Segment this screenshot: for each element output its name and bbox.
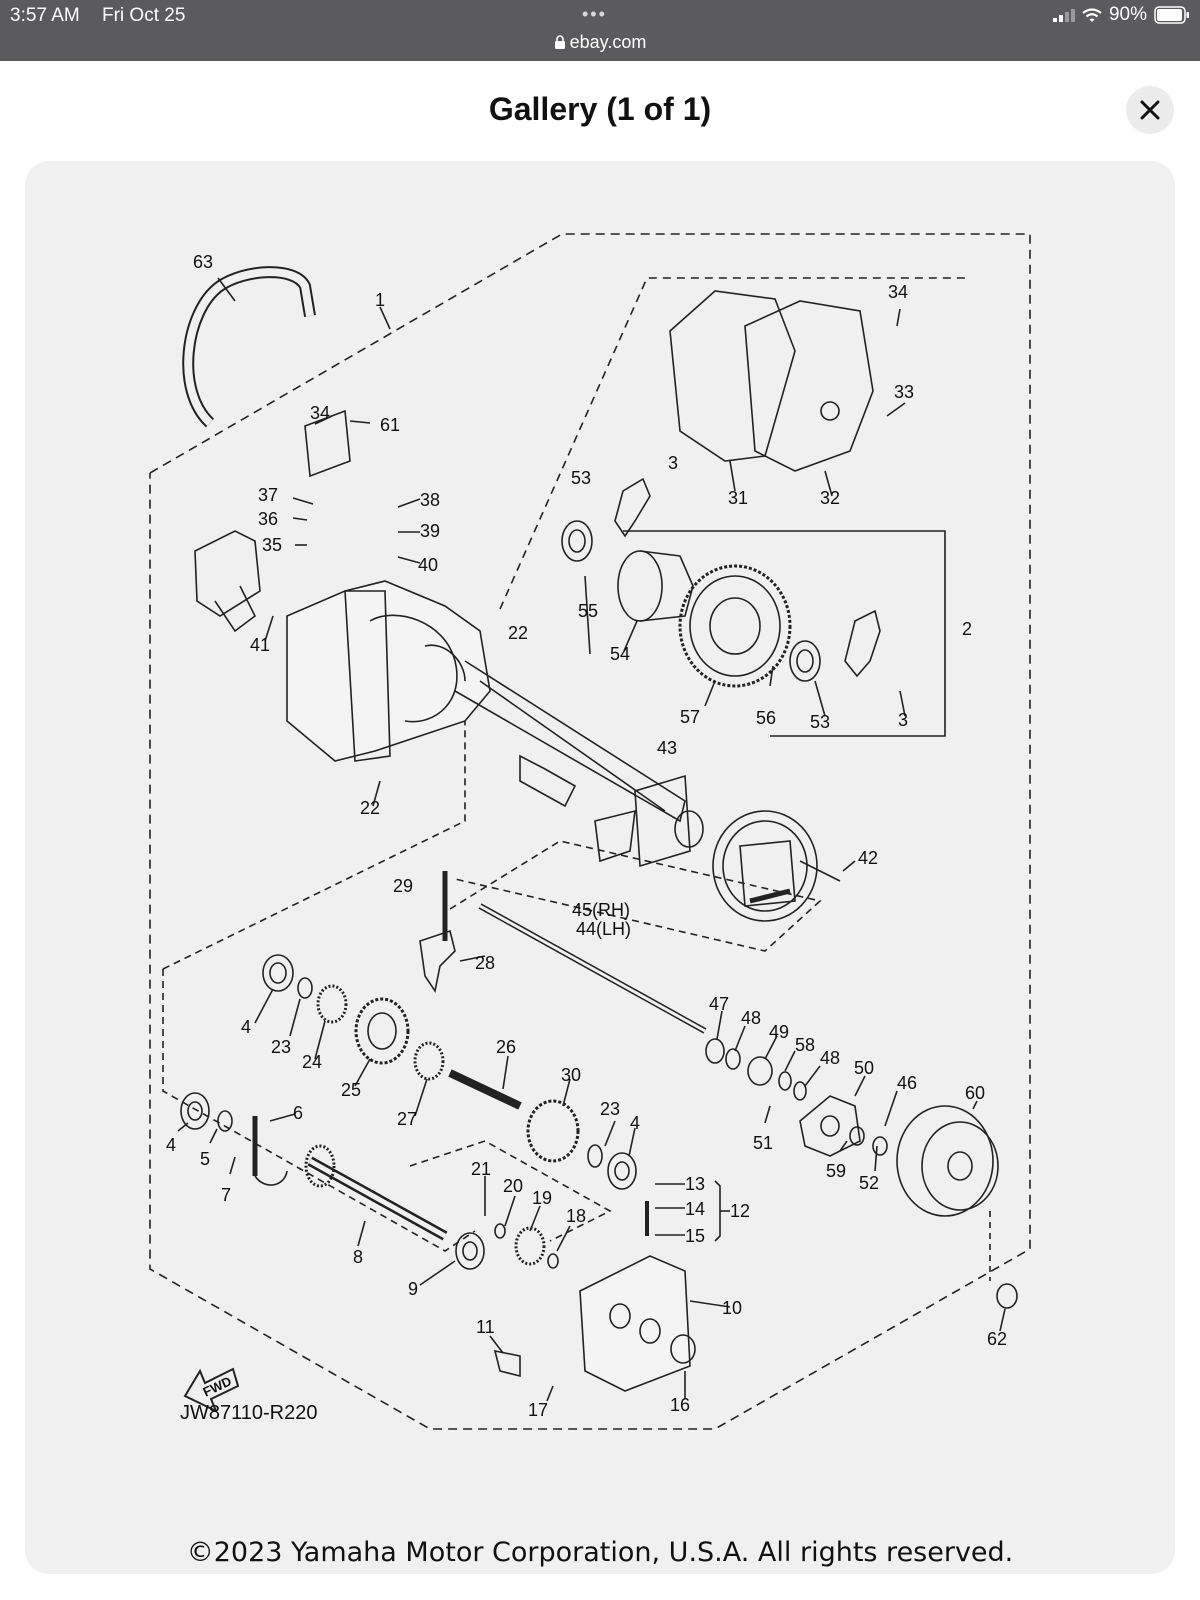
callout: 39 — [420, 521, 440, 541]
page-title: Gallery (1 of 1) — [488, 91, 712, 127]
callout: 19 — [532, 1188, 552, 1208]
callout: 48 — [820, 1048, 840, 1068]
callout: 37 — [258, 485, 278, 505]
callout: 17 — [528, 1400, 548, 1420]
callout: 48 — [741, 1008, 761, 1028]
callout: 10 — [722, 1298, 742, 1318]
callout: 13 — [685, 1174, 705, 1194]
callout: 53 — [571, 468, 591, 488]
url-text: ebay.com — [569, 32, 647, 52]
callout: 20 — [503, 1176, 523, 1196]
callout: 22 — [360, 798, 380, 818]
callout: 4 — [166, 1135, 176, 1155]
callout: 56 — [756, 708, 776, 728]
close-icon — [1140, 100, 1160, 120]
copyright-notice: ©2023 Yamaha Motor Corporation, U.S.A. A… — [186, 1537, 1014, 1568]
callout: 8 — [353, 1247, 363, 1267]
callout: 24 — [302, 1052, 322, 1072]
callout: 58 — [795, 1035, 815, 1055]
close-button[interactable] — [1126, 86, 1174, 134]
callout: 25 — [341, 1080, 361, 1100]
url-bar[interactable]: ebay.com — [0, 32, 1200, 53]
wifi-icon — [1082, 7, 1102, 22]
callout: 34 — [888, 282, 908, 302]
callout: 49 — [769, 1022, 789, 1042]
callout: 51 — [753, 1133, 773, 1153]
callout: 33 — [894, 382, 914, 402]
status-bar: 3:57 AM Fri Oct 25 ••• ebay.com 90% — [0, 0, 1200, 61]
diagram-code: JW87110-R220 — [180, 1402, 317, 1424]
callout: 7 — [221, 1185, 231, 1205]
callout: 27 — [397, 1109, 417, 1129]
callout: 34 — [310, 403, 330, 423]
callout: 18 — [566, 1206, 586, 1226]
callout: 1 — [375, 290, 385, 310]
callout: 23 — [600, 1099, 620, 1119]
callout: 45(RH) — [572, 900, 630, 920]
callout: 63 — [193, 252, 213, 272]
callout: 50 — [854, 1058, 874, 1078]
callout: 9 — [408, 1279, 418, 1299]
callout: 35 — [262, 535, 282, 555]
callout: 30 — [561, 1065, 581, 1085]
callout: 4 — [241, 1017, 251, 1037]
callout: 44(LH) — [576, 919, 631, 939]
callout: 32 — [820, 488, 840, 508]
callout-labels: 63 1 34 61 37 36 35 38 39 40 41 22 22 34… — [166, 252, 1007, 1424]
status-time: 3:57 AM — [10, 5, 80, 26]
callout: 28 — [475, 953, 495, 973]
callout: 41 — [250, 635, 270, 655]
gallery-image[interactable]: 63 1 34 61 37 36 35 38 39 40 41 22 22 34… — [25, 161, 1175, 1574]
status-date: Fri Oct 25 — [102, 5, 186, 26]
callout: 57 — [680, 707, 700, 727]
callout: 15 — [685, 1226, 705, 1246]
callout: 3 — [898, 710, 908, 730]
callout: 21 — [471, 1159, 491, 1179]
callout: 62 — [987, 1329, 1007, 1349]
callout: 23 — [271, 1037, 291, 1057]
callout: 6 — [293, 1103, 303, 1123]
callout: 42 — [858, 848, 878, 868]
callout: 61 — [380, 415, 400, 435]
callout: 40 — [418, 555, 438, 575]
callout: 53 — [810, 712, 830, 732]
callout: 5 — [200, 1149, 210, 1169]
callout: 16 — [670, 1395, 690, 1415]
callout: 4 — [630, 1113, 640, 1133]
callout: 52 — [859, 1173, 879, 1193]
callout: 55 — [578, 601, 598, 621]
signal-icon — [1052, 9, 1075, 22]
callout: 11 — [476, 1317, 495, 1337]
battery-icon — [1154, 6, 1189, 24]
callout: 46 — [897, 1073, 917, 1093]
callout: 54 — [610, 644, 630, 664]
callout: 26 — [496, 1037, 516, 1057]
callout: 12 — [730, 1201, 750, 1221]
callout: 3 — [668, 453, 678, 473]
callout: 59 — [826, 1161, 846, 1181]
status-indicators: 90% — [1052, 4, 1190, 26]
callout: 43 — [657, 738, 677, 758]
lock-icon — [554, 35, 565, 49]
callout: 14 — [685, 1199, 705, 1219]
parts-diagram: 63 1 34 61 37 36 35 38 39 40 41 22 22 34… — [149, 233, 1031, 1430]
callout: 2 — [962, 619, 972, 639]
callout: 60 — [965, 1083, 985, 1103]
battery-percent: 90% — [1108, 4, 1147, 25]
callout: 29 — [393, 876, 413, 896]
callout: 47 — [709, 994, 729, 1014]
callout: 38 — [420, 490, 440, 510]
callout: 31 — [728, 488, 748, 508]
gallery-header: Gallery (1 of 1) — [0, 61, 1200, 161]
callout: 36 — [258, 509, 278, 529]
callout: 22 — [508, 623, 528, 643]
more-dots-icon[interactable]: ••• — [582, 4, 607, 24]
